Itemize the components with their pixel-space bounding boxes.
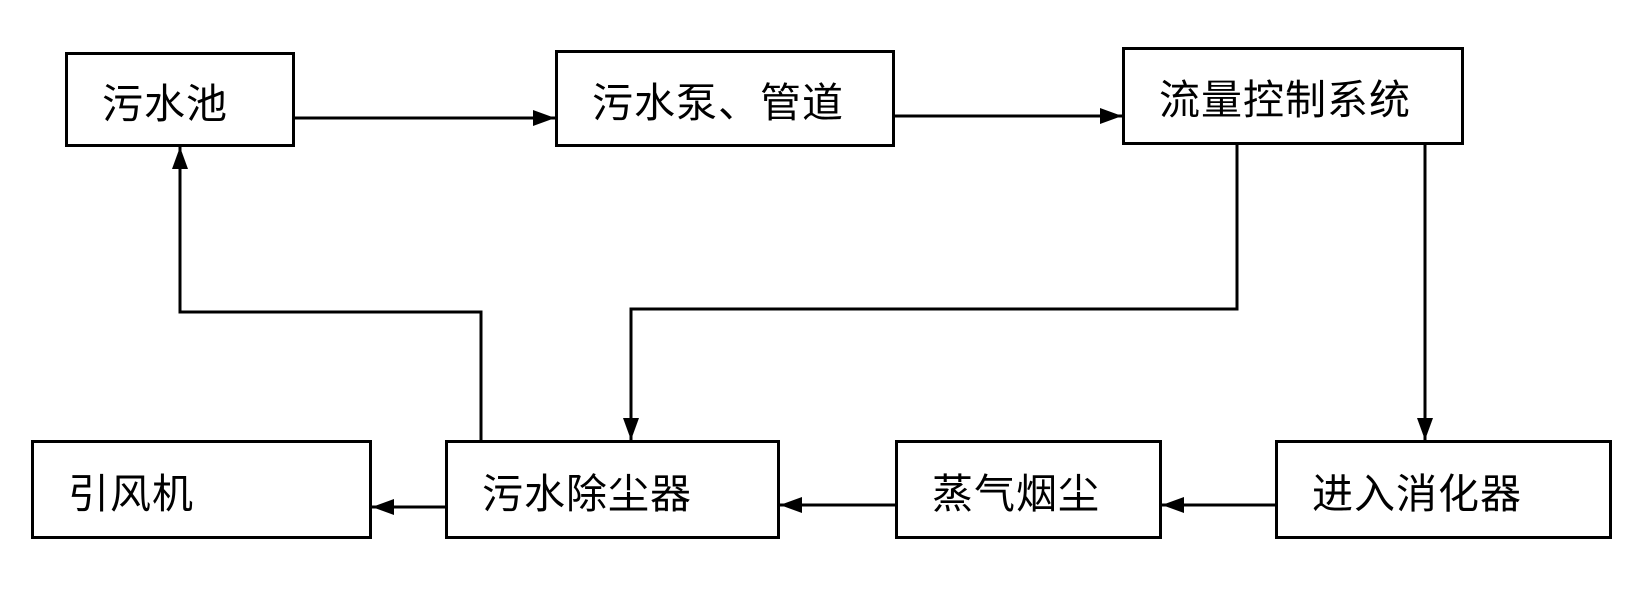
node-pump-pipeline: 污水泵、管道 xyxy=(555,50,895,147)
node-flow-control: 流量控制系统 xyxy=(1122,47,1464,145)
arrow-flow-control-to-dust-collector xyxy=(623,145,1239,440)
node-induced-fan-label: 引风机 xyxy=(68,469,194,518)
node-flow-control-label: 流量控制系统 xyxy=(1159,76,1411,124)
arrow-dust-collector-to-pool xyxy=(172,147,483,440)
node-induced-fan: 引风机 xyxy=(31,440,372,539)
node-dust-collector-label: 污水除尘器 xyxy=(482,469,692,518)
node-sewage-pool: 污水池 xyxy=(65,52,295,147)
node-steam-smoke: 蒸气烟尘 xyxy=(895,440,1162,539)
node-dust-collector: 污水除尘器 xyxy=(445,440,780,539)
node-digester: 进入消化器 xyxy=(1275,440,1612,539)
node-pump-pipeline-label: 污水泵、管道 xyxy=(592,78,844,127)
node-sewage-pool-label: 污水池 xyxy=(102,79,228,128)
node-steam-smoke-label: 蒸气烟尘 xyxy=(932,469,1100,518)
node-digester-label: 进入消化器 xyxy=(1312,469,1522,518)
